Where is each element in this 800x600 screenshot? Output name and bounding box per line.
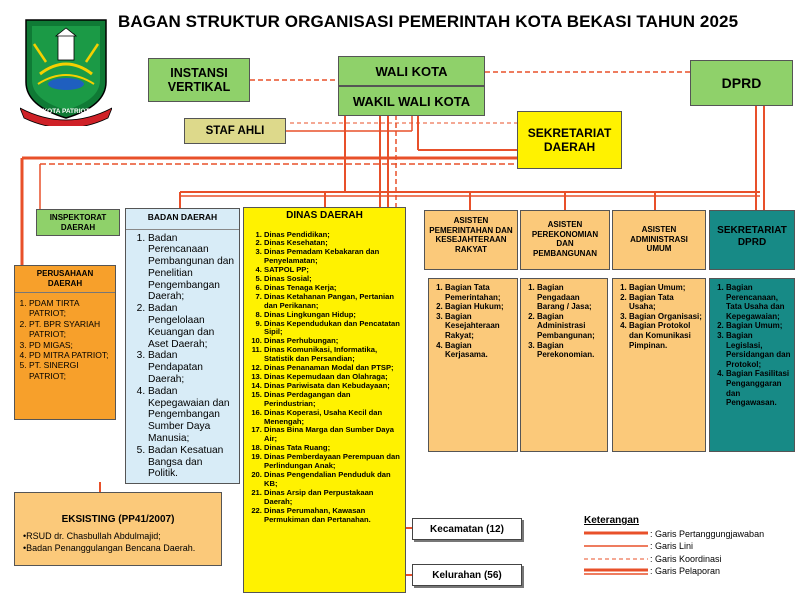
dprd-box: DPRD <box>690 60 793 106</box>
asisten1-title: ASISTEN PEMERINTAHAN DAN KESEJAHTERAAN R… <box>429 216 513 254</box>
list-item: PD MIGAS; <box>29 340 115 350</box>
kecamatan-box: Kecamatan (12) <box>412 518 522 540</box>
asisten-pemerintahan-box: ASISTEN PEMERINTAHAN DAN KESEJAHTERAAN R… <box>424 210 518 270</box>
list-item: Dinas Ketahanan Pangan, Pertanian dan Pe… <box>264 292 401 311</box>
eksisting-box: EKSISTING (PP41/2007) •RSUD dr. Chasbull… <box>14 492 222 566</box>
emblem-icon <box>19 19 113 129</box>
badan-title: BADAN DAERAH <box>126 209 239 230</box>
asisten-perekonomian-box: ASISTEN PEREKONOMIAN DAN PEMBANGUNAN <box>520 210 610 270</box>
list-item: Dinas Kepemudaan dan Olahraga; <box>264 372 401 382</box>
list-item: Dinas Koperasi, Usaha Kecil dan Menengah… <box>264 408 401 427</box>
sekdprd-list: Bagian Perencanaan, Tata Usaha dan Kepeg… <box>710 283 794 408</box>
legend-list: : Garis Pertanggungjawaban : Garis Lini … <box>650 528 764 577</box>
list-item: PD MITRA PATRIOT; <box>29 350 115 360</box>
list-item: Bagian Perekonomian. <box>537 341 604 360</box>
instansi-vertikal-box: INSTANSI VERTIKAL <box>148 58 250 102</box>
list-item: Dinas Arsip dan Perpustakaan Daerah; <box>264 488 401 507</box>
asisten1-list: Bagian Tata Pemerintahan; Bagian Hukum; … <box>429 283 517 360</box>
eksisting-title: EKSISTING (PP41/2007) <box>61 514 175 525</box>
emblem-caption: KOTA PATRIOT <box>42 108 90 115</box>
list-item: Bagian Fasilitasi Penganggaran dan Penga… <box>726 369 791 407</box>
list-item: Dinas Pengendalian Penduduk dan KB; <box>264 470 401 489</box>
list-item: Dinas Pendidikan; <box>264 230 401 240</box>
list-item: Badan Pengelolaan Keuangan dan Aset Daer… <box>148 303 235 350</box>
asisten3-title: ASISTEN ADMINISTRASI UMUM <box>630 225 688 253</box>
asisten3-list: Bagian Umum; Bagian Tata Usaha; Bagian O… <box>613 283 705 350</box>
list-item: PDAM TIRTA PATRIOT; <box>29 298 115 319</box>
sekretariat-daerah-box: SEKRETARIAT DAERAH <box>517 111 622 169</box>
list-item: Badan Kepegawaian dan Pengembangan Sumbe… <box>148 386 235 445</box>
list-item: •RSUD dr. Chasbullah Abdulmajid; <box>23 531 161 541</box>
list-item: Dinas Sosial; <box>264 274 401 284</box>
list-item: Bagian Administrasi Pembangunan; <box>537 312 604 341</box>
staf-ahli-box: STAF AHLI <box>184 118 286 144</box>
list-item: Dinas Perumahan, Kawasan Permukiman dan … <box>264 506 401 525</box>
list-item: Badan Pendapatan Daerah; <box>148 350 235 385</box>
list-item: SATPOL PP; <box>264 265 401 275</box>
badan-list: Badan Perencanaan Pembangunan dan Peneli… <box>126 233 239 481</box>
sekdprd-title: SEKRETARIAT DPRD <box>717 225 787 248</box>
legend-item: : Garis Pertanggungjawaban <box>650 529 765 539</box>
legend-item: : Garis Lini <box>650 541 694 552</box>
list-item: Dinas Perhubungan; <box>264 336 401 346</box>
list-item: Bagian Hukum; <box>445 302 514 312</box>
list-item: Dinas Tenaga Kerja; <box>264 283 401 293</box>
sekretariat-dprd-list-box: Bagian Perencanaan, Tata Usaha dan Kepeg… <box>709 278 795 452</box>
list-item: Dinas Tata Ruang; <box>264 443 401 453</box>
asisten-pemerintahan-list-box: Bagian Tata Pemerintahan; Bagian Hukum; … <box>428 278 518 452</box>
eksisting-list: •RSUD dr. Chasbullah Abdulmajid; •Badan … <box>15 530 221 554</box>
list-item: Bagian Protokol dan Komunikasi Pimpinan. <box>629 321 702 350</box>
list-item: Dinas Komunikasi, Informatika, Statistik… <box>264 345 401 364</box>
wali-kota-box: WALI KOTA <box>338 56 485 86</box>
kelurahan-box: Kelurahan (56) <box>412 564 522 586</box>
list-item: Bagian Legislasi, Persidangan dan Protok… <box>726 331 791 369</box>
list-item: Badan Kesatuan Bangsa dan Politik. <box>148 445 235 480</box>
inspektorat-box: INSPEKTORAT DAERAH <box>36 209 120 236</box>
wakil-wali-kota-box: WAKIL WALI KOTA <box>338 86 485 116</box>
legend-item: : Garis Pelaporan <box>650 565 721 576</box>
list-item: Dinas Pemadam Kebakaran dan Penyelamatan… <box>264 247 401 266</box>
asisten-administrasi-box: ASISTEN ADMINISTRASI UMUM <box>612 210 706 270</box>
city-emblem: KOTA PATRIOT <box>19 14 113 129</box>
dinas-list: Dinas Pendidikan; Dinas Kesehatan; Dinas… <box>244 230 405 525</box>
list-item: Bagian Tata Usaha; <box>629 293 702 312</box>
perusahaan-list: PDAM TIRTA PATRIOT; PT. BPR SYARIAH PATR… <box>15 298 115 381</box>
list-item: Bagian Kesejahteraan Rakyat; <box>445 312 514 341</box>
dinas-daerah-box: DINAS DAERAH Dinas Pendidikan; Dinas Kes… <box>243 207 406 593</box>
list-item: PT. BPR SYARIAH PATRIOT; <box>29 319 115 340</box>
sekretariat-dprd-box: SEKRETARIAT DPRD <box>709 210 795 270</box>
list-item: Dinas Pemberdayaan Perempuan dan Perlind… <box>264 452 401 471</box>
list-item: Bagian Tata Pemerintahan; <box>445 283 514 302</box>
dinas-title: DINAS DAERAH <box>286 210 363 221</box>
perusahaan-title: PERUSAHAAN DAERAH <box>15 266 115 293</box>
list-item: Dinas Lingkungan Hidup; <box>264 310 401 320</box>
legend-title: Keterangan <box>584 515 640 526</box>
asisten-administrasi-list-box: Bagian Umum; Bagian Tata Usaha; Bagian O… <box>612 278 706 452</box>
legend-item: : Garis Koordinasi <box>650 553 722 564</box>
list-item: Bagian Umum; <box>629 283 702 293</box>
list-item: PT. SINERGI PATRIOT; <box>29 360 115 381</box>
list-item: Bagian Umum; <box>726 321 791 331</box>
list-item: Dinas Pariwisata dan Kebudayaan; <box>264 381 401 391</box>
perusahaan-daerah-box: PERUSAHAAN DAERAH PDAM TIRTA PATRIOT; PT… <box>14 265 116 420</box>
list-item: Dinas Kependudukan dan Pencatatan Sipil; <box>264 319 401 338</box>
list-item: Dinas Penanaman Modal dan PTSP; <box>264 363 401 373</box>
asisten2-title: ASISTEN PEREKONOMIAN DAN PEMBANGUNAN <box>531 220 599 258</box>
asisten-perekonomian-list-box: Bagian Pengadaan Barang / Jasa; Bagian A… <box>520 278 608 452</box>
list-item: Dinas Kesehatan; <box>264 239 401 248</box>
page-title: BAGAN STRUKTUR ORGANISASI PEMERINTAH KOT… <box>118 12 739 31</box>
list-item: Bagian Perencanaan, Tata Usaha dan Kepeg… <box>726 283 791 321</box>
list-item: Badan Perencanaan Pembangunan dan Peneli… <box>148 233 235 304</box>
badan-daerah-box: BADAN DAERAH Badan Perencanaan Pembangun… <box>125 208 240 484</box>
list-item: Dinas Bina Marga dan Sumber Daya Air; <box>264 426 401 444</box>
list-item: Bagian Organisasi; <box>629 312 702 322</box>
list-item: Bagian Pengadaan Barang / Jasa; <box>537 283 604 312</box>
list-item: Dinas Perdagangan dan Perindustrian; <box>264 390 401 409</box>
list-item: Bagian Kerjasama. <box>445 341 514 360</box>
list-item: •Badan Penanggulangan Bencana Daerah. <box>23 543 196 553</box>
asisten2-list: Bagian Pengadaan Barang / Jasa; Bagian A… <box>521 283 607 360</box>
